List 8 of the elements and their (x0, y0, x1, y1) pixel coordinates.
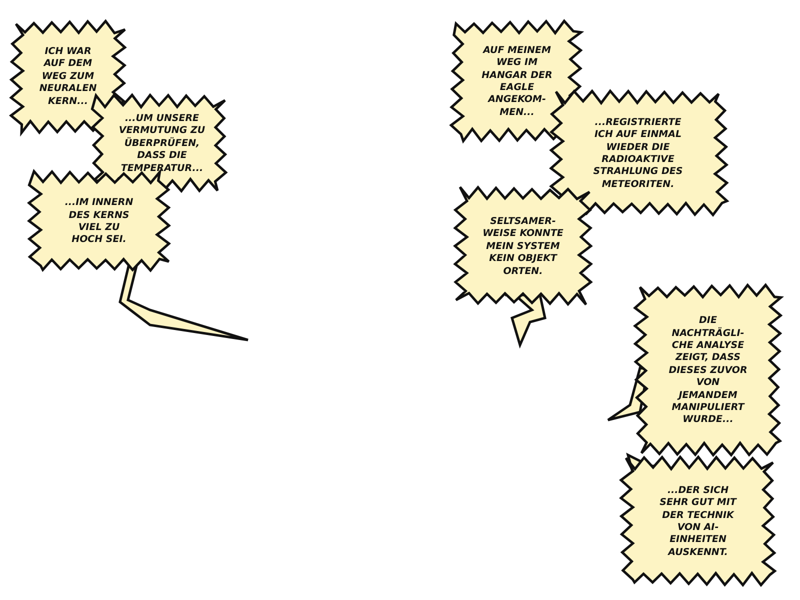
speech-text: AUF MEINEM WEG IM HANGAR DER EAGLE ANGEKOM- MEN... (480, 44, 554, 120)
speech-text: ...UM UNSERE VERMUTUNG ZU ÜBERPRÜFEN, DASS DIE TEMPERATUR... (118, 113, 206, 175)
speech-text: SELTSAMER- WEISE KONNTE MEIN SYSTEM KEIN OBJEKT ORTEN. (482, 216, 564, 278)
speech-text: ...IM INNERN DES KERNS VIEL ZU HOCH SEI. (64, 197, 134, 247)
speech-text: ICH WAR AUF DEM WEG ZUM NEURALEN KERN... (38, 46, 98, 108)
speech-text: ...DER SICH SEHR GUT MIT DER TECHNIK VON AI-EINHEITEN AUSKENNT. (658, 484, 738, 560)
speech-text: DIE NACHTRÄGLI- CHE ANALYSE ZEIGT, DASS DIESES ZUVOR VON JEMANDEM MANIPULIERT WURDE... (668, 315, 748, 427)
speech-text: ...REGISTRIERTE ICH AUF EINMAL WIEDER DIE RADIOAKTIVE STRAHLUNG DES METEORITEN. (592, 116, 684, 192)
